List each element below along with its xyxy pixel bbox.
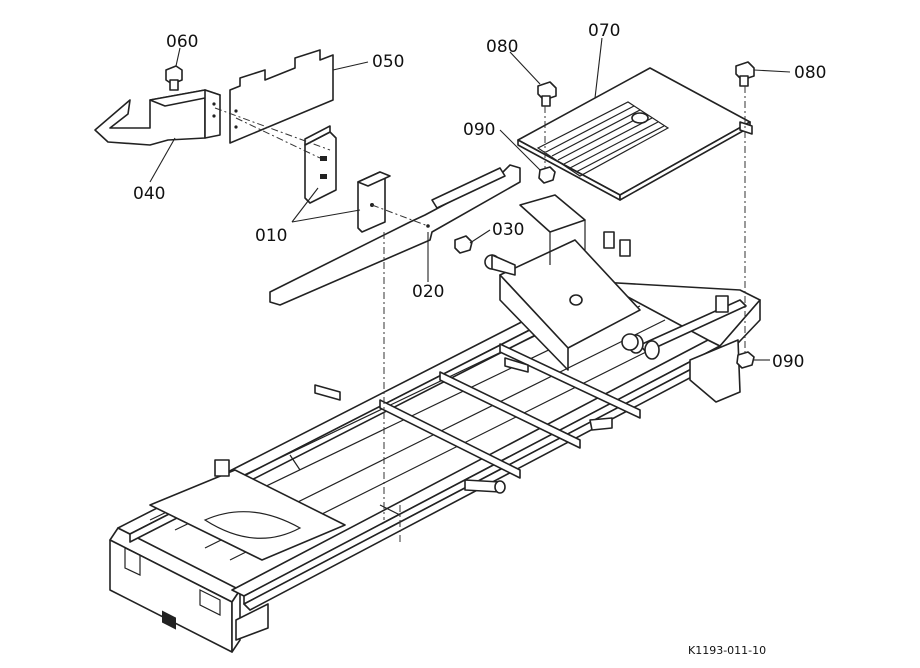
callout-labels: 060 050 040 010 020 030 070 080 080 090 … xyxy=(133,21,826,372)
callout-090-top: 090 xyxy=(463,120,495,140)
part-060-bolt xyxy=(165,65,183,91)
leader-lines xyxy=(149,37,791,361)
part-050-plate xyxy=(229,49,334,144)
callout-070: 070 xyxy=(588,21,620,41)
callout-090-right: 090 xyxy=(772,352,804,372)
callout-010: 010 xyxy=(255,226,287,246)
callout-080-top: 080 xyxy=(486,37,518,57)
figure-reference-id: K1193-011-10 xyxy=(688,644,766,657)
part-020-bar xyxy=(269,164,521,306)
callout-060: 060 xyxy=(166,32,198,52)
callout-050: 050 xyxy=(372,52,404,72)
callout-020: 020 xyxy=(412,282,444,302)
main-frame xyxy=(109,194,761,653)
part-030-bolt xyxy=(454,235,473,254)
part-080-bolt-top xyxy=(537,81,557,107)
callout-030: 030 xyxy=(492,220,524,240)
callout-080-right: 080 xyxy=(794,63,826,83)
part-010-brackets xyxy=(304,125,391,233)
alignment-lines xyxy=(214,86,746,545)
callout-040: 040 xyxy=(133,184,165,204)
part-090-nut-right xyxy=(736,351,755,369)
part-070-cover xyxy=(517,67,753,201)
part-080-bolt-right xyxy=(735,61,755,87)
part-040-hook-bracket xyxy=(94,89,221,146)
part-090-nut-top xyxy=(538,166,556,184)
